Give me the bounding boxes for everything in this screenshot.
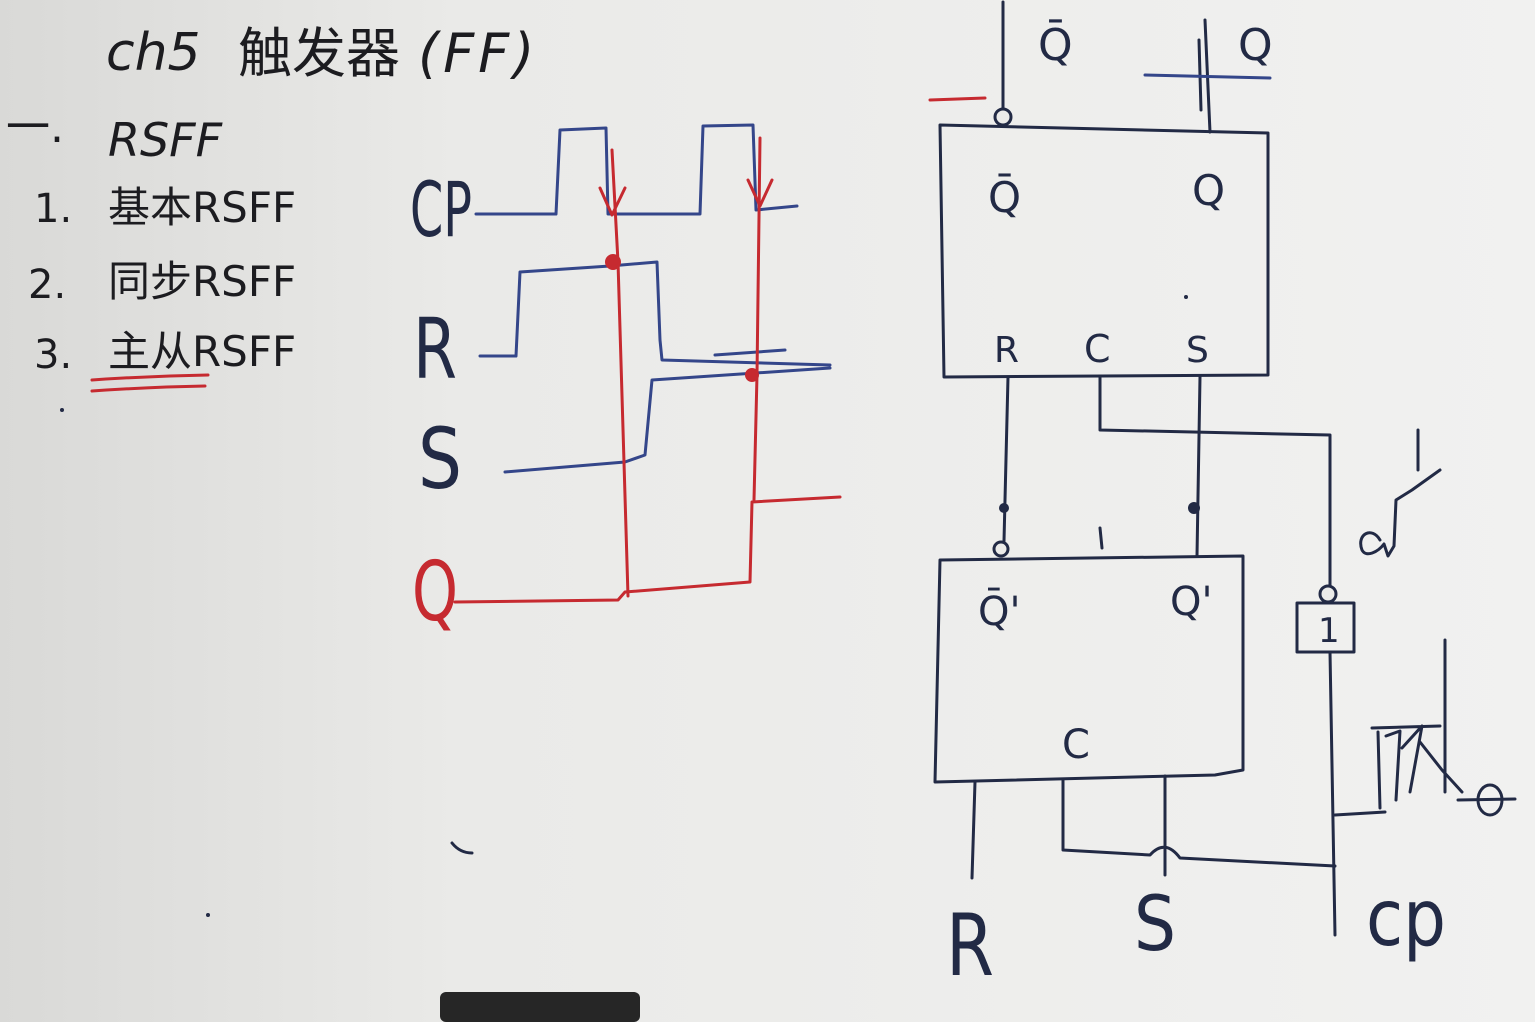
input-r-label: R bbox=[946, 896, 994, 996]
tick-mark bbox=[1098, 526, 1104, 550]
timing-diagram: CP R S Q bbox=[410, 123, 842, 640]
outline: 一. RSFF 1. 基本RSFF 2. 同步RSFF 3. 主从RSFF bbox=[6, 102, 296, 412]
stray-dot bbox=[206, 913, 210, 917]
slave-q-bar-label: Q̄ bbox=[988, 171, 1021, 222]
junction-dot bbox=[999, 503, 1009, 513]
outline-item-label: 基本RSFF bbox=[108, 183, 296, 232]
master-slave-circuit: Q̄ Q Q̄ Q R C S Q̄' Q' C 1 bbox=[928, 0, 1517, 996]
input-cp-wire bbox=[1328, 650, 1337, 937]
output-q-label: Q bbox=[1238, 20, 1273, 71]
stray-dot bbox=[60, 408, 64, 412]
highlight-underline bbox=[90, 384, 207, 393]
timing-label-cp: CP bbox=[410, 165, 472, 254]
sample-point-marker bbox=[745, 368, 759, 382]
scribble-sketch bbox=[1370, 638, 1464, 810]
slave-s-wire bbox=[1195, 375, 1202, 558]
output-q-cross-mark bbox=[1143, 73, 1272, 80]
slave-s-label: S bbox=[1186, 330, 1209, 371]
timing-label-s: S bbox=[418, 410, 462, 508]
stray-dot bbox=[1184, 295, 1188, 299]
master-q-bar-bubble bbox=[992, 540, 1010, 558]
master-clock-wire bbox=[1061, 778, 1337, 868]
title-abbr: (FF) bbox=[418, 22, 538, 85]
marker-tray bbox=[440, 992, 640, 1022]
title: ch5 触发器 (FF) bbox=[106, 22, 538, 85]
slave-flip-flop-box bbox=[938, 123, 1270, 379]
inverter-label: 1 bbox=[1318, 611, 1340, 651]
r-waveform bbox=[478, 260, 832, 367]
cp-branch-wire bbox=[1333, 810, 1387, 817]
outline-item-label: 同步RSFF bbox=[108, 257, 296, 306]
sample-point-marker bbox=[605, 254, 621, 270]
slave-q-label: Q bbox=[1192, 166, 1225, 215]
timing-label-r: R bbox=[413, 300, 457, 398]
master-flip-flop-box bbox=[933, 554, 1245, 784]
scribble-sketch-bar bbox=[1456, 797, 1517, 802]
cp-falling-edge-arrow bbox=[598, 186, 627, 217]
master-q-label: Q' bbox=[1170, 579, 1212, 625]
highlight-underline bbox=[90, 373, 210, 382]
input-s-label: S bbox=[1134, 879, 1176, 968]
outline-item: 3. 主从RSFF bbox=[34, 327, 296, 378]
title-name: 触发器 bbox=[238, 22, 400, 85]
outline-item-label: 主从RSFF bbox=[108, 327, 296, 376]
slave-c-label: C bbox=[1084, 327, 1111, 371]
input-cp-label: cp bbox=[1366, 874, 1446, 964]
q-waveform bbox=[453, 495, 842, 604]
timing-label-q: Q bbox=[412, 545, 458, 640]
master-q-bar-label: Q̄' bbox=[978, 587, 1020, 635]
slave-r-wire bbox=[1002, 375, 1010, 543]
slave-clock-wire bbox=[1098, 375, 1332, 588]
outline-item: 1. 基本RSFF bbox=[34, 183, 296, 232]
slave-r-label: R bbox=[994, 330, 1019, 371]
red-dash-mark bbox=[928, 96, 987, 102]
stray-mark bbox=[450, 841, 474, 855]
cp-falling-edge-arrow bbox=[746, 178, 774, 208]
pulse-sketch bbox=[1359, 468, 1442, 558]
inverter-bubble bbox=[1318, 584, 1338, 604]
outline-item: 2. 同步RSFF bbox=[28, 257, 296, 308]
outline-item-number: 2. bbox=[28, 262, 66, 308]
master-c-label: C bbox=[1062, 722, 1090, 768]
title-chapter: ch5 bbox=[106, 23, 201, 83]
output-q-bar-bubble bbox=[993, 107, 1013, 127]
output-q-bar-label: Q̄ bbox=[1038, 18, 1073, 71]
outline-item-number: 3. bbox=[34, 332, 72, 378]
inverter-gate bbox=[1295, 601, 1356, 654]
input-r-wire bbox=[970, 780, 977, 880]
outline-section-number: 一. bbox=[6, 102, 64, 153]
s-waveform bbox=[503, 366, 832, 474]
r-waveform-mark bbox=[713, 348, 787, 357]
junction-dot bbox=[1188, 502, 1200, 514]
cp-waveform bbox=[474, 123, 799, 216]
outline-section-label: RSFF bbox=[108, 113, 223, 167]
outline-item-number: 1. bbox=[34, 186, 72, 232]
